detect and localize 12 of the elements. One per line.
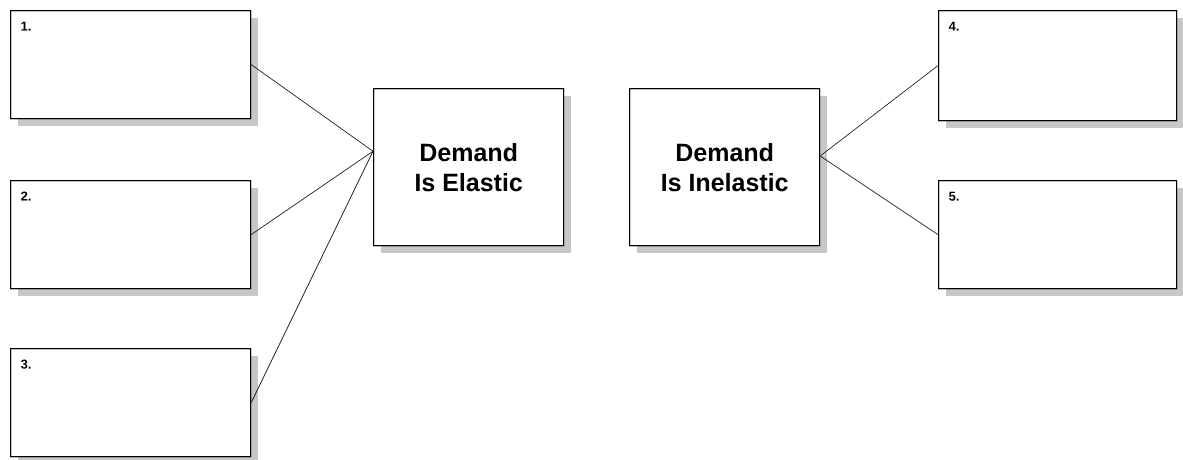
concept-box: Demand Is Elastic	[373, 88, 571, 253]
connector-line	[819, 155, 939, 236]
answer-box: 1.	[10, 10, 258, 126]
concept-box: Demand Is Inelastic	[629, 88, 827, 253]
answer-box: 2.	[10, 180, 258, 296]
connector-line	[250, 64, 374, 152]
answer-box: 3.	[10, 348, 258, 460]
connector-line	[250, 150, 374, 404]
answer-box: 4.	[938, 10, 1183, 128]
connector-line	[819, 65, 939, 157]
connector-line	[250, 150, 374, 236]
answer-box: 5.	[938, 180, 1183, 296]
